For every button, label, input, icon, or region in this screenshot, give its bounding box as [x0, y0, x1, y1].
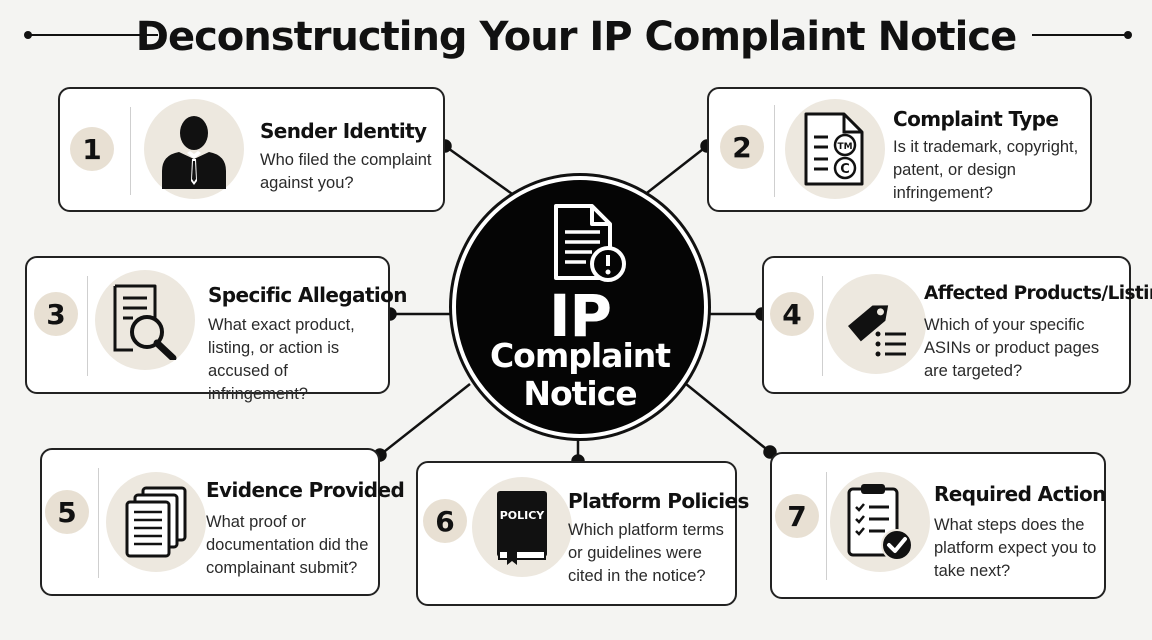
card-platform-policies: 6 POLICY Platform Policies Which platfor…: [416, 461, 749, 606]
card-number: 4: [770, 292, 814, 336]
card-title: Specific Allegation: [208, 283, 408, 307]
page-title: Deconstructing Your IP Complaint Notice: [135, 14, 1017, 60]
document-alert-icon: [554, 204, 626, 282]
card-number: 3: [34, 292, 78, 336]
policy-label: POLICY: [500, 509, 546, 522]
card-description: Which platform terms or guidelines were …: [568, 521, 724, 585]
card-sender-identity: 1 Sender Identity Who filed the complain…: [58, 87, 445, 212]
connector-2: [642, 145, 708, 197]
tag-list-icon: [848, 305, 906, 357]
card-divider: [130, 107, 131, 195]
card-required-action: 7 Required Action What steps does the pl…: [770, 452, 1106, 599]
card-description: What exact product, listing, or action i…: [208, 316, 355, 403]
connector-5: [379, 383, 471, 456]
title-row: Deconstructing Your IP Complaint Notice: [0, 8, 1152, 64]
clipboard-check-icon: [847, 484, 913, 561]
icon-badge: [826, 274, 926, 374]
center-hub: IP Complaint Notice: [452, 176, 708, 438]
title-left-dot: [24, 31, 32, 39]
icon-badge: [106, 472, 206, 572]
person-icon: [162, 116, 226, 189]
card-divider: [87, 276, 88, 376]
card-title: Sender Identity: [260, 119, 427, 143]
card-divider: [774, 105, 775, 197]
card-title: Platform Policies: [568, 489, 749, 513]
icon-badge: [95, 270, 195, 370]
svg-text:TM: TM: [837, 142, 852, 152]
card-title: Affected Products/Listings: [924, 283, 1152, 304]
icon-badge: [830, 472, 930, 572]
title-left-rule: [30, 34, 158, 36]
card-number: 6: [423, 499, 467, 543]
trademark-copyright-document-icon: TM C: [804, 112, 864, 186]
connector-7: [685, 383, 771, 453]
card-description: Is it trademark, copyright, patent, or d…: [893, 138, 1079, 202]
icon-badge: POLICY: [472, 477, 572, 577]
document-stack-icon: [125, 486, 187, 558]
card-description: What steps does the platform expect you …: [934, 516, 1097, 580]
card-title: Evidence Provided: [206, 478, 405, 502]
card-description: Who filed the complaint against you?: [260, 151, 432, 192]
card-number: 7: [775, 494, 819, 538]
card-specific-allegation: 3 Specific Allegation What exact product…: [25, 256, 408, 403]
card-affected-products: 4 Affected Products/Listings Which of yo…: [762, 256, 1152, 394]
connector-1: [444, 144, 516, 198]
card-title: Complaint Type: [893, 107, 1059, 131]
card-number: 1: [70, 127, 114, 171]
title-right-dot: [1124, 31, 1132, 39]
title-right-rule: [1032, 34, 1128, 36]
center-title-line2: Complaint: [489, 336, 671, 375]
card-divider: [822, 276, 823, 376]
policy-book-icon: POLICY: [497, 491, 547, 565]
card-description: Which of your specific ASINs or product …: [924, 316, 1100, 380]
document-magnifier-icon: [113, 284, 177, 360]
card-number: 5: [45, 490, 89, 534]
center-title-line3: Notice: [523, 374, 637, 413]
card-number: 2: [720, 125, 764, 169]
icon-badge: [144, 99, 244, 199]
card-divider: [826, 472, 827, 580]
card-evidence-provided: 5 Evidence Provided What proof or docume…: [40, 448, 405, 596]
card-title: Required Action: [934, 482, 1106, 506]
icon-badge: TM C: [785, 99, 885, 199]
card-description: What proof or documentation did the comp…: [206, 513, 369, 577]
svg-text:C: C: [840, 162, 850, 177]
card-complaint-type: 2 TM C Complaint Type Is it trademark, c…: [707, 87, 1092, 212]
card-divider: [98, 468, 99, 578]
center-title-line1: IP: [548, 282, 612, 350]
